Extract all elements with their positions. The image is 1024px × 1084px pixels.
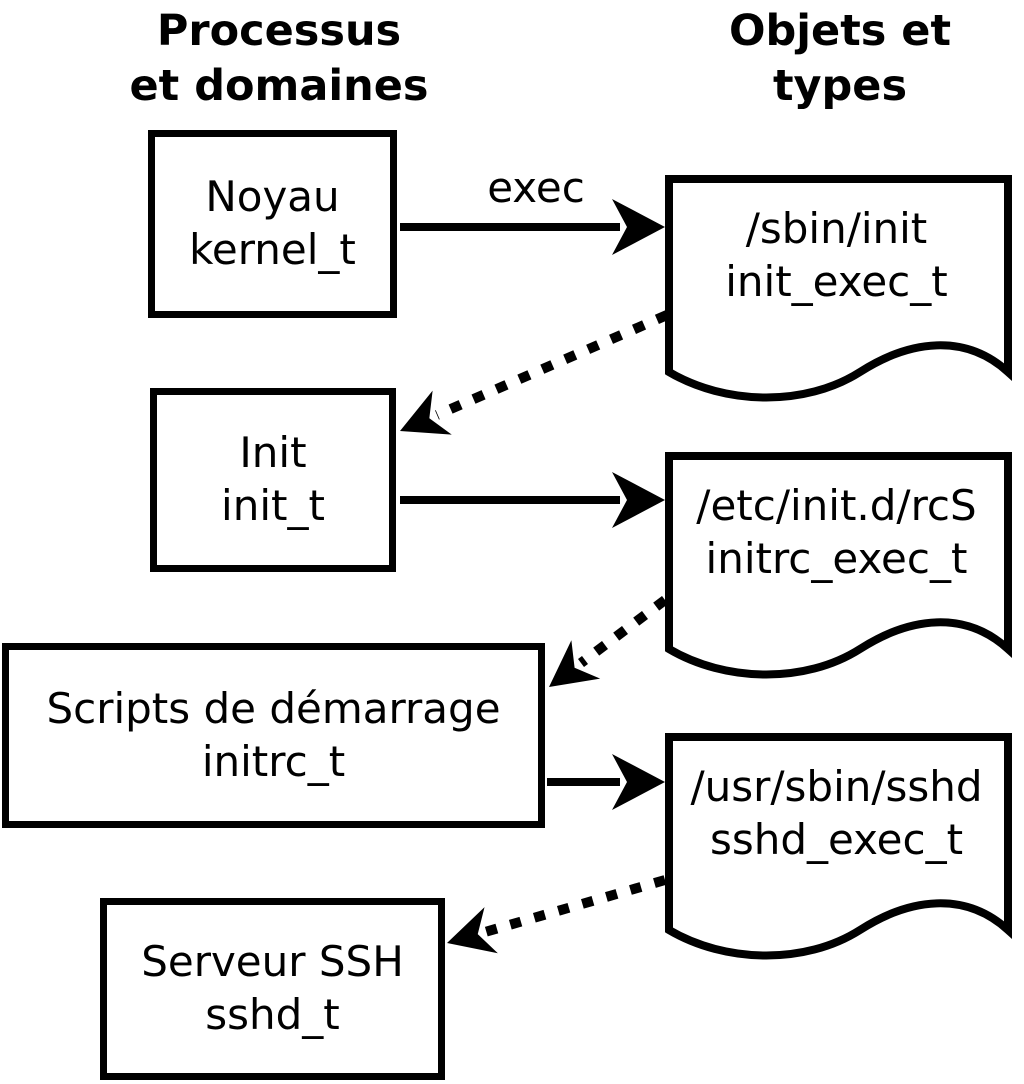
object-document-rcs: /etc/init.d/rcS initrc_exec_t bbox=[665, 452, 1012, 692]
object-document-sshd: /usr/sbin/sshd sshd_exec_t bbox=[665, 733, 1012, 973]
exec-arrowhead-icon bbox=[612, 472, 665, 528]
object-type: init_exec_t bbox=[725, 256, 948, 306]
process-domain: initrc_t bbox=[201, 736, 346, 786]
document-shape-icon bbox=[665, 452, 1012, 679]
document-shape-icon bbox=[665, 175, 1012, 402]
process-name: Noyau bbox=[205, 172, 340, 222]
process-box-sshd: Serveur SSH sshd_t bbox=[100, 898, 445, 1080]
document-outline bbox=[665, 452, 1012, 679]
process-box-kernel: Noyau kernel_t bbox=[148, 130, 397, 318]
object-document-init: /sbin/init init_exec_t bbox=[665, 175, 1012, 415]
column-header-processes-domains: Processus et domaines bbox=[129, 6, 429, 112]
transition-arrowhead-icon bbox=[447, 907, 498, 954]
process-domain: sshd_t bbox=[205, 990, 340, 1039]
object-path: /usr/sbin/sshd bbox=[690, 762, 983, 811]
document-shape-icon bbox=[665, 733, 1012, 960]
object-type: sshd_exec_t bbox=[709, 814, 964, 864]
object-path: /etc/init.d/rcS bbox=[696, 481, 977, 530]
exec-arrow-label: exec bbox=[487, 163, 585, 212]
document-outline bbox=[665, 733, 1012, 960]
object-type: initrc_exec_t bbox=[705, 533, 968, 583]
transition-arrow-sshd-line bbox=[483, 875, 667, 937]
process-name: Scripts de démarrage bbox=[46, 683, 501, 733]
exec-arrowhead-icon bbox=[612, 754, 665, 810]
transition-arrowhead-icon bbox=[549, 640, 601, 687]
process-name: Init bbox=[239, 428, 307, 478]
column-header-objects-types: Objets et types bbox=[728, 6, 952, 112]
process-domain: init_t bbox=[221, 481, 325, 530]
object-path: /sbin/init bbox=[745, 204, 928, 253]
process-box-init: Init init_t bbox=[150, 388, 396, 572]
transition-arrow-init-line bbox=[435, 310, 669, 420]
transition-arrowhead-icon bbox=[400, 390, 452, 435]
document-outline bbox=[665, 175, 1012, 402]
exec-arrowhead-icon bbox=[612, 199, 665, 255]
process-box-initrc: Scripts de démarrage initrc_t bbox=[2, 643, 545, 828]
transition-arrow-initrc-line bbox=[578, 596, 668, 667]
process-name: Serveur SSH bbox=[141, 937, 404, 987]
process-domain: kernel_t bbox=[189, 225, 356, 274]
